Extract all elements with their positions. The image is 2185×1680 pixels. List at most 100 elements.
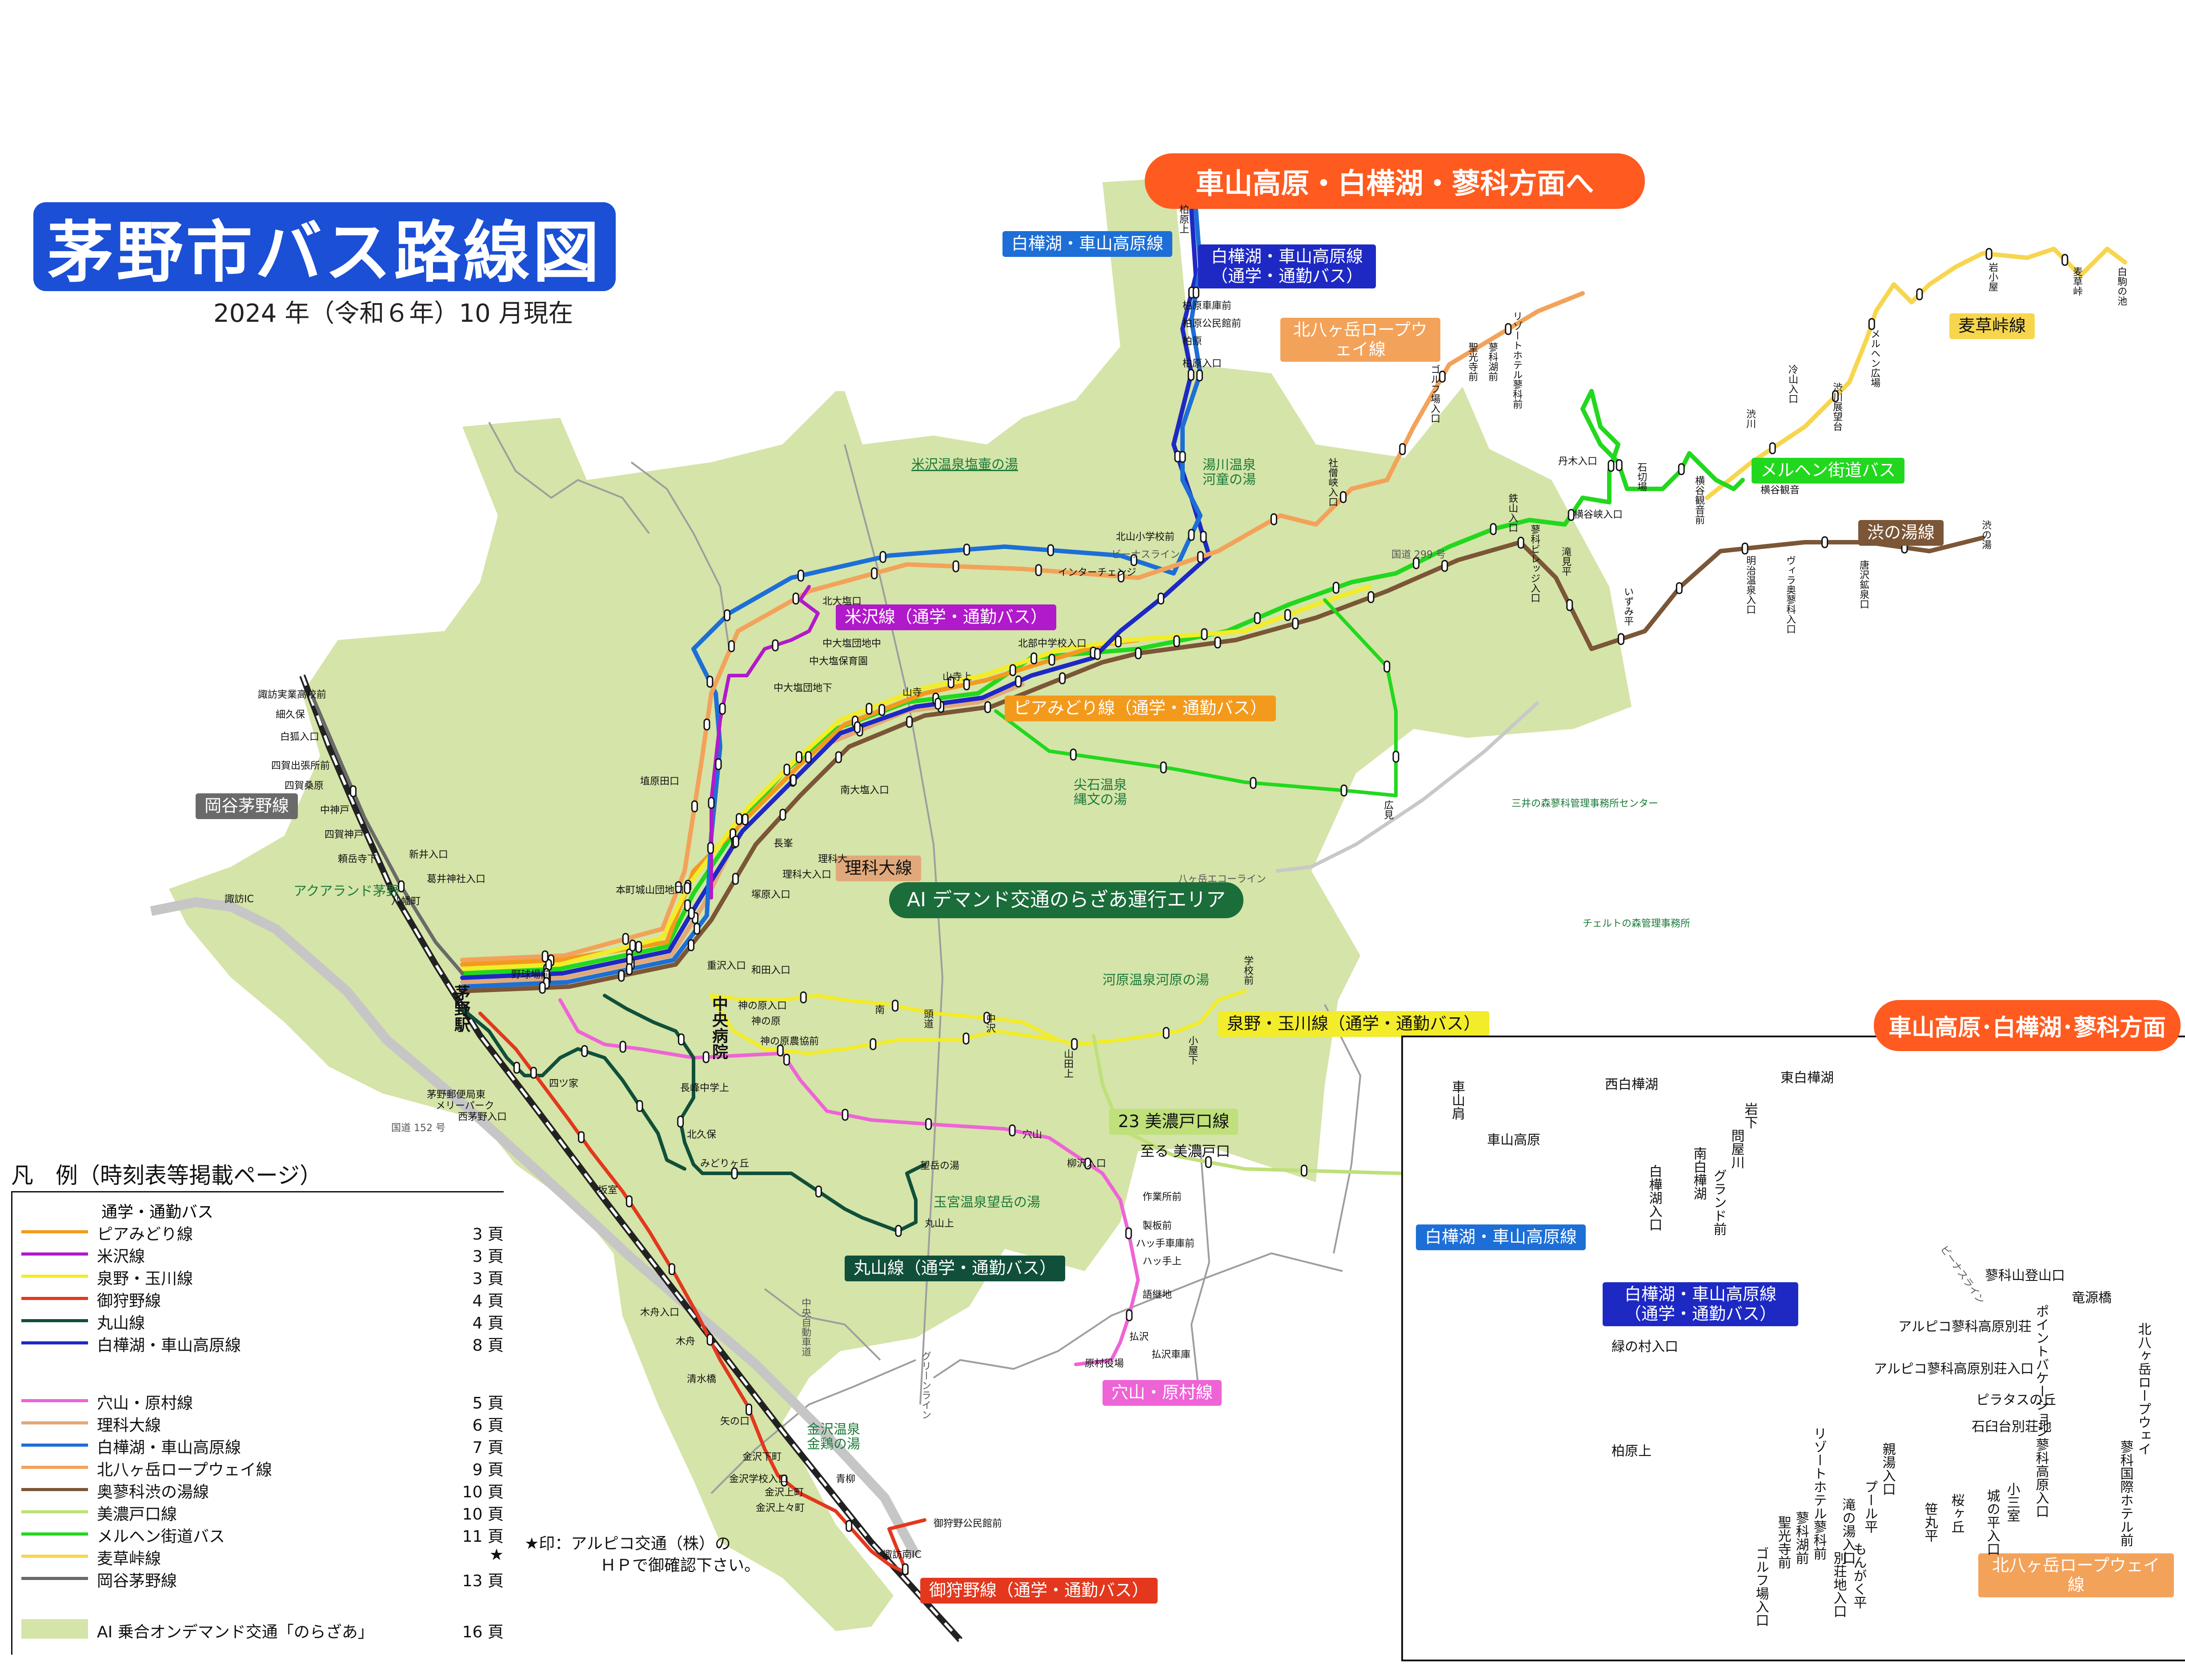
bus-stop-marker	[952, 560, 959, 572]
legend-swatch	[21, 1341, 88, 1344]
inset-place: 城の平入口	[1984, 1489, 2000, 1556]
bus-stop-marker	[846, 1520, 853, 1532]
bus-stop-marker	[530, 1067, 537, 1079]
stop-label: 茅野郵便局東	[427, 1089, 486, 1100]
legend-ai-page: 16 頁	[462, 1623, 504, 1641]
stop-label: 細久保	[276, 709, 305, 720]
stop-label: 払沢	[1129, 1332, 1149, 1343]
stop-label: 木舟入口	[640, 1307, 680, 1318]
stop-label: リゾートホテル蓼科前	[1511, 311, 1523, 409]
bus-stop-marker	[635, 941, 642, 953]
bus-stop-marker	[1300, 1164, 1307, 1177]
onsen-yonezawa: 米沢温泉塩壷の湯	[911, 457, 1018, 472]
tag-okaya[interactable]: 岡谷茅野線	[196, 793, 298, 819]
tag-maruyama[interactable]: 丸山線（通学・通勤バス）	[845, 1256, 1066, 1281]
tag-yonezawa[interactable]: 米沢線（通学・通勤バス）	[836, 604, 1057, 630]
tag-shirakaba-school[interactable]: 白樺湖・車山高原線（通学・通勤バス）	[1198, 244, 1376, 289]
legend-swatch	[21, 1252, 88, 1256]
stop-label: 製板前	[1143, 1220, 1172, 1232]
inset-place: 親湯入口	[1880, 1442, 1896, 1496]
bus-stop-marker	[706, 1333, 714, 1346]
legend-route-name: 美濃戸口線	[97, 1505, 177, 1524]
legend-page-ref: 3 頁	[472, 1248, 504, 1266]
stop-label: 中神戸	[320, 805, 350, 816]
inset-tag-shirakaba[interactable]: 白樺湖・車山高原線	[1416, 1224, 1586, 1250]
stop-label: 渋の湯	[1980, 520, 1992, 549]
tag-minoto[interactable]: 23 美濃戸口線	[1109, 1109, 1239, 1135]
inset-place: 南白樺湖	[1691, 1147, 1707, 1200]
stop-label: 矢の口	[720, 1416, 750, 1427]
onsen-yukawa: 湯川温泉河童の湯	[1203, 457, 1256, 488]
tag-kitayatsu[interactable]: 北八ヶ岳ロープウェイ線	[1280, 318, 1440, 362]
chelt-center: チェルトの森管理事務所	[1583, 918, 1691, 929]
bus-stop-marker	[1115, 635, 1122, 648]
stop-label: 冷山入口	[1787, 364, 1798, 404]
tag-mugikusa[interactable]: 麦草峠線	[1949, 313, 2035, 339]
bus-stop-marker	[866, 703, 873, 715]
bus-stop-marker	[1205, 1156, 1212, 1168]
bus-stop-marker	[1616, 459, 1623, 472]
inset-tag-kitayatsu[interactable]: 北八ヶ岳ロープウェイ線	[1978, 1553, 2174, 1598]
bus-stop-marker	[783, 764, 790, 776]
stop-label: 和田入口	[751, 965, 791, 976]
stop-label: 理科大	[818, 854, 848, 865]
stop-label: 金沢学校入口	[729, 1474, 788, 1485]
chuo-hospital[interactable]: 中央病院	[710, 996, 728, 1060]
bus-stop-marker	[626, 953, 633, 966]
tag-shirakaba[interactable]: 白樺湖・車山高原線	[1002, 231, 1173, 257]
note-line-2: ＨＰで御確認下さい。	[600, 1556, 761, 1575]
onsen-kawahara: 河原温泉河原の湯	[1103, 972, 1209, 988]
legend-page-ref: 4 頁	[472, 1292, 504, 1310]
bus-stop-marker	[902, 1563, 909, 1576]
bus-stop-marker	[742, 813, 749, 826]
tag-okutateshina[interactable]: 渋の湯線	[1858, 520, 1944, 546]
stop-label: 北部中学校入口	[1018, 638, 1087, 649]
bus-stop-marker	[963, 678, 970, 691]
tag-piamidori[interactable]: ピアみどり線（通学・通勤バス）	[1005, 696, 1276, 721]
stop-label: 北久保	[687, 1129, 717, 1140]
route-299-label: 国道 299 号	[1391, 549, 1446, 560]
bus-stop-marker	[1821, 536, 1828, 548]
tag-meruhen[interactable]: メルヘン街道バス	[1752, 458, 1905, 484]
bus-stop-marker	[541, 950, 549, 963]
legend-route-name: 白樺湖・車山高原線	[97, 1439, 241, 1457]
bus-stop-marker	[1413, 557, 1420, 569]
suwa-ic: 諏訪IC	[225, 894, 254, 905]
tag-anayama[interactable]: 穴山・原村線	[1103, 1380, 1222, 1406]
route-152-label: 国道 152 号	[391, 1123, 445, 1134]
bus-stop-marker	[1126, 1309, 1133, 1322]
inset-place: 柏原上	[1612, 1444, 1652, 1459]
bus-stop-marker	[1192, 286, 1199, 299]
bus-stop-marker	[668, 1263, 675, 1276]
bus-stop-marker	[702, 1051, 710, 1064]
legend-page-ref: 10 頁	[462, 1483, 504, 1501]
bus-stop-marker	[715, 758, 722, 770]
stop-label: 葛井神社入口	[427, 874, 486, 885]
bus-stop-marker	[1188, 529, 1195, 541]
bus-stop-marker	[688, 939, 695, 952]
stop-label: 木舟	[676, 1336, 696, 1347]
chino-station[interactable]: 茅野駅	[452, 984, 470, 1032]
tag-mikari[interactable]: 御狩野線（通学・通勤バス）	[920, 1578, 1158, 1604]
bus-stop-marker	[1200, 531, 1207, 543]
stop-label: 新井入口	[409, 849, 449, 860]
bus-stop-marker	[1197, 551, 1204, 563]
tag-rikadai[interactable]: 理科大線	[836, 856, 922, 881]
aqualand: アクアランド茅野	[293, 884, 400, 899]
stop-label: 横谷観音	[1760, 485, 1800, 496]
inset-tag-shirakaba-school[interactable]: 白樺湖・車山高原線（通学・通勤バス）	[1603, 1282, 1798, 1327]
stop-label: ハッ手上	[1143, 1256, 1182, 1267]
inset-place: 東白樺湖	[1780, 1070, 1834, 1086]
tag-izumino[interactable]: 泉野・玉川線（通学・通勤バス）	[1218, 1011, 1490, 1037]
stop-label: 青柳	[836, 1474, 856, 1485]
stop-label: 山寺上	[942, 672, 972, 683]
bus-stop-marker	[892, 1000, 899, 1012]
stop-label: 柏原公民館前	[1183, 318, 1242, 329]
bus-stop-marker	[349, 785, 357, 797]
